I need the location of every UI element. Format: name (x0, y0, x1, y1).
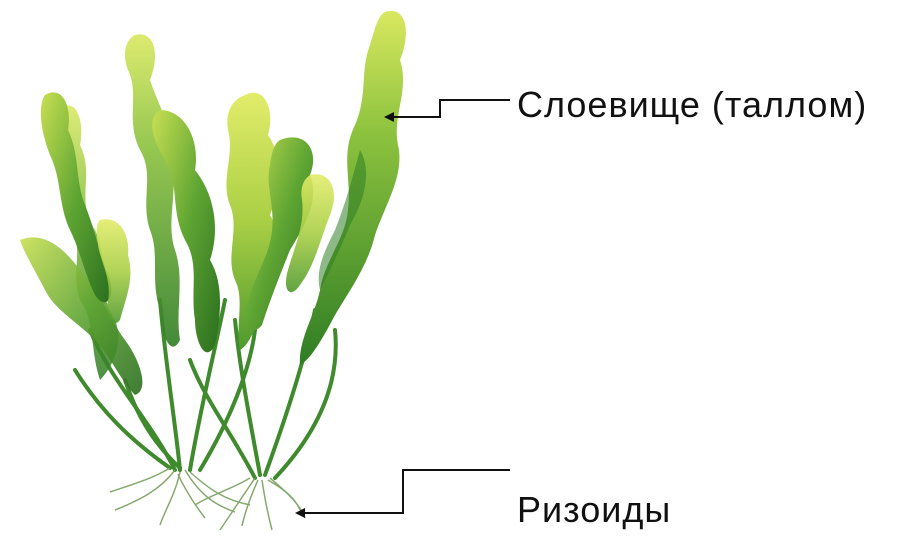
thallus-leader-line (386, 100, 510, 117)
rhizoids-leader-line (297, 470, 510, 513)
rhizoids-label: Ризоиды (517, 492, 671, 528)
frond (125, 34, 180, 346)
green-algae-plant-icon (20, 11, 406, 530)
thallus-label: Слоевище (таллом) (517, 87, 867, 123)
